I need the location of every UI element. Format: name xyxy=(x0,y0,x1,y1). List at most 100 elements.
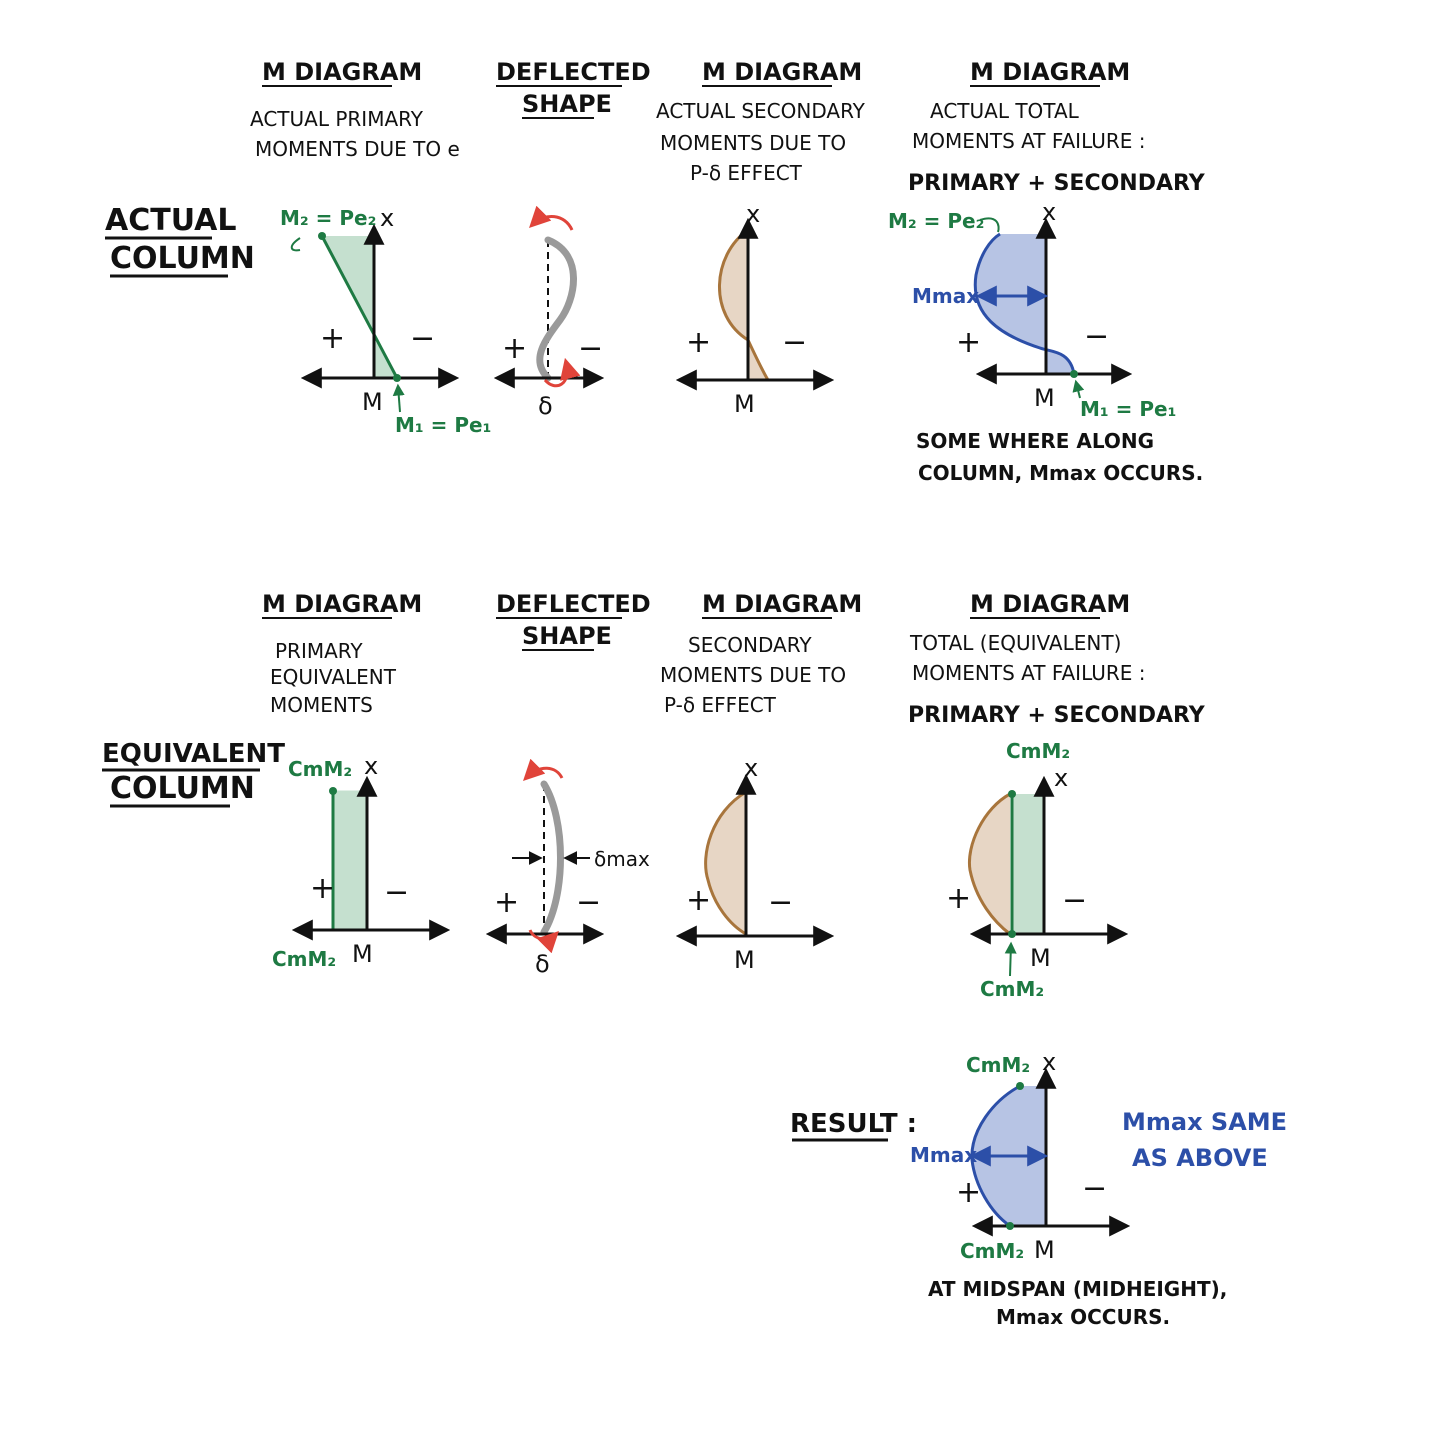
equivalent-total-cm-top: CmM₂ xyxy=(1006,739,1070,763)
actual-total-m-label: M xyxy=(1034,384,1055,412)
actual-total-desc-2: MOMENTS AT FAILURE : xyxy=(912,129,1146,153)
result-mmax-label: Mmax xyxy=(910,1143,977,1167)
actual-secondary-header: M DIAGRAM ACTUAL SECONDARY MOMENTS DUE T… xyxy=(656,58,866,185)
row-label-result: RESULT : xyxy=(790,1109,917,1142)
equivalent-deflected-title-2: SHAPE xyxy=(522,622,612,650)
result-note: AT MIDSPAN (MIDHEIGHT), Mmax OCCURS. xyxy=(928,1277,1227,1329)
equivalent-deflected-diagram: δmax δ + − xyxy=(485,758,650,978)
equivalent-primary-plus: + xyxy=(310,871,335,906)
equivalent-total-x-label: x xyxy=(1054,764,1068,792)
equivalent-secondary-fill xyxy=(705,792,746,934)
equivalent-primary-header: M DIAGRAM PRIMARY EQUIVALENT MOMENTS xyxy=(262,590,422,717)
actual-total-mmax-label: Mmax xyxy=(912,284,979,308)
equivalent-deflected-minus: − xyxy=(576,885,601,920)
result-same-note: Mmax SAME AS ABOVE xyxy=(1122,1108,1287,1172)
result-note-line2: Mmax OCCURS. xyxy=(996,1305,1170,1329)
result-note-line1: AT MIDSPAN (MIDHEIGHT), xyxy=(928,1277,1227,1301)
result-minus: − xyxy=(1082,1171,1107,1206)
equivalent-primary-cm-bottom: CmM₂ xyxy=(272,947,336,971)
result-x-label: x xyxy=(1042,1048,1056,1076)
actual-deflected-header: DEFLECTED SHAPE xyxy=(496,58,651,119)
equivalent-deflected-bottom-moment-icon xyxy=(528,929,559,954)
equivalent-total-header: M DIAGRAM TOTAL (EQUIVALENT) MOMENTS AT … xyxy=(908,590,1206,728)
actual-note-line2: COLUMN, Mmax OCCURS. xyxy=(918,461,1203,485)
equivalent-primary-cm-top: CmM₂ xyxy=(288,757,352,781)
equivalent-deflected-title-1: DEFLECTED xyxy=(496,590,651,618)
result-diagram: x M + − CmM₂ CmM₂ Mmax xyxy=(910,1048,1131,1264)
result-cm-bottom: CmM₂ xyxy=(960,1239,1024,1263)
actual-secondary-fill xyxy=(719,230,768,380)
actual-secondary-desc-3: P-δ EFFECT xyxy=(690,161,803,185)
actual-total-moment-curve xyxy=(973,232,1076,375)
actual-total-minus: − xyxy=(1084,319,1109,354)
equivalent-secondary-minus: − xyxy=(768,885,793,920)
actual-secondary-minus: − xyxy=(782,325,807,360)
row-label-equivalent-line2: COLUMN xyxy=(110,771,255,806)
actual-deflected-diagram: δ + − xyxy=(493,205,605,420)
result-cm-top: CmM₂ xyxy=(966,1053,1030,1077)
equivalent-total-m-label: M xyxy=(1030,944,1051,972)
equivalent-deflected-curve xyxy=(540,780,564,936)
actual-primary-m-label: M xyxy=(362,388,383,416)
equivalent-secondary-plus: + xyxy=(686,883,711,918)
actual-primary-minus: − xyxy=(410,321,435,356)
actual-deflected-bottom-moment-icon xyxy=(543,357,581,388)
row-label-equivalent: EQUIVALENT COLUMN xyxy=(102,739,285,808)
actual-primary-header: M DIAGRAM ACTUAL PRIMARY MOMENTS DUE TO … xyxy=(250,58,460,161)
actual-total-diagram: x M + − M₂ = Pe₂ Mmax M₁ = Pe₁ xyxy=(888,198,1176,421)
actual-primary-diagram: x M + − M₂ = Pe₂ M₁ = Pe₁ xyxy=(280,204,491,437)
equivalent-primary-desc-3: MOMENTS xyxy=(270,693,373,717)
result-m-label: M xyxy=(1034,1236,1055,1264)
actual-deflected-minus: − xyxy=(578,331,603,366)
equivalent-primary-x-label: x xyxy=(364,752,378,780)
equivalent-secondary-x-label: x xyxy=(744,754,758,782)
actual-primary-desc-2: MOMENTS DUE TO e xyxy=(255,137,460,161)
actual-primary-x-label: x xyxy=(380,204,394,232)
actual-secondary-diagram: x M + − xyxy=(675,200,835,418)
actual-primary-title: M DIAGRAM xyxy=(262,58,422,86)
equivalent-primary-diagram: x M + − CmM₂ CmM₂ xyxy=(272,752,451,971)
actual-primary-plus: + xyxy=(320,321,345,356)
actual-deflected-delta-label: δ xyxy=(538,392,553,420)
actual-deflected-plus: + xyxy=(502,331,527,366)
equivalent-total-desc-2: MOMENTS AT FAILURE : xyxy=(912,661,1146,685)
actual-primary-moment-line xyxy=(320,235,399,379)
equivalent-secondary-desc-2: MOMENTS DUE TO xyxy=(660,663,846,687)
actual-deflected-curve xyxy=(536,236,577,382)
actual-deflected-title-1: DEFLECTED xyxy=(496,58,651,86)
equivalent-total-secondary-curve xyxy=(967,792,1011,936)
actual-deflected-top-moment-icon xyxy=(529,205,574,231)
actual-total-title: M DIAGRAM xyxy=(970,58,1130,86)
equivalent-primary-fill xyxy=(333,791,367,930)
row-label-actual-line1: ACTUAL xyxy=(105,203,236,238)
actual-note: SOME WHERE ALONG COLUMN, Mmax OCCURS. xyxy=(916,429,1203,485)
actual-deflected-title-2: SHAPE xyxy=(522,90,612,118)
equivalent-primary-title: M DIAGRAM xyxy=(262,590,422,618)
equivalent-total-desc-1: TOTAL (EQUIVALENT) xyxy=(909,631,1121,655)
actual-secondary-moment-curve xyxy=(718,228,770,381)
equivalent-secondary-desc-1: SECONDARY xyxy=(688,633,812,657)
row-label-equivalent-line1: EQUIVALENT xyxy=(102,739,285,769)
equivalent-secondary-desc-3: P-δ EFFECT xyxy=(664,693,777,717)
row-label-actual-line2: COLUMN xyxy=(110,241,255,276)
actual-secondary-desc-1: ACTUAL SECONDARY xyxy=(656,99,866,123)
equivalent-secondary-header: M DIAGRAM SECONDARY MOMENTS DUE TO P-δ E… xyxy=(660,590,862,717)
equivalent-primary-desc-1: PRIMARY xyxy=(275,639,363,663)
actual-secondary-plus: + xyxy=(686,325,711,360)
actual-total-desc-1: ACTUAL TOTAL xyxy=(930,99,1080,123)
result-same-line1: Mmax SAME xyxy=(1122,1108,1287,1136)
actual-primary-m2-label: M₂ = Pe₂ xyxy=(280,206,376,230)
equivalent-primary-m-label: M xyxy=(352,940,373,968)
equivalent-total-cm-bottom: CmM₂ xyxy=(980,977,1044,1001)
actual-total-desc-3: PRIMARY + SECONDARY xyxy=(908,171,1206,196)
equivalent-total-minus: − xyxy=(1062,883,1087,918)
equivalent-secondary-diagram: x M + − xyxy=(675,754,835,974)
actual-total-x-label: x xyxy=(1042,198,1056,226)
result-plus: + xyxy=(956,1175,981,1210)
actual-total-header: M DIAGRAM ACTUAL TOTAL MOMENTS AT FAILUR… xyxy=(908,58,1206,196)
actual-secondary-title: M DIAGRAM xyxy=(702,58,862,86)
equivalent-primary-minus: − xyxy=(384,875,409,910)
equivalent-deflected-delta-label: δ xyxy=(535,950,550,978)
actual-total-m1-label: M₁ = Pe₁ xyxy=(1080,397,1176,421)
